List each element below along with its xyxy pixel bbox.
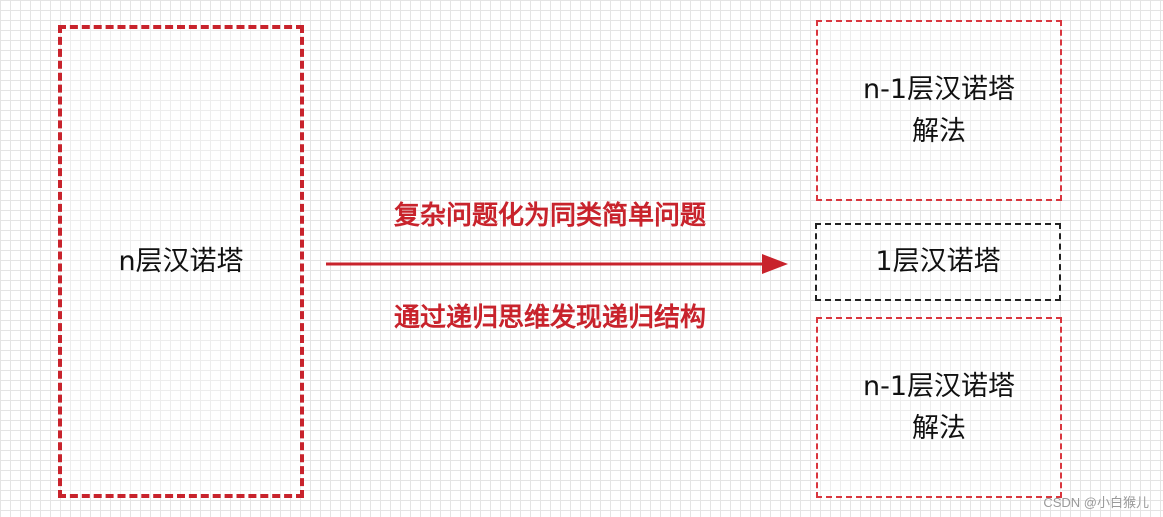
arrow-caption-bottom: 通过递归思维发现递归结构 bbox=[393, 303, 706, 333]
one-layer-hanoi-box: 1层汉诺塔 bbox=[815, 223, 1061, 301]
right-arrow-icon bbox=[326, 254, 788, 274]
watermark: CSDN @小白猴儿 bbox=[1043, 495, 1149, 510]
one-layer-hanoi-label: 1层汉诺塔 bbox=[875, 246, 1001, 277]
n-minus-1-solution-label-bottom: n-1层汉诺塔 解法 bbox=[862, 370, 1016, 444]
n-minus-1-solution-label-top: n-1层汉诺塔 解法 bbox=[862, 73, 1016, 147]
n-minus-1-solution-box-bottom: n-1层汉诺塔 解法 bbox=[816, 317, 1062, 498]
n-minus-1-solution-box-top: n-1层汉诺塔 解法 bbox=[816, 20, 1062, 201]
n-layer-hanoi-box: n层汉诺塔 bbox=[58, 25, 304, 498]
n-layer-hanoi-label: n层汉诺塔 bbox=[118, 245, 244, 277]
arrow-caption-top: 复杂问题化为同类简单问题 bbox=[393, 201, 706, 231]
